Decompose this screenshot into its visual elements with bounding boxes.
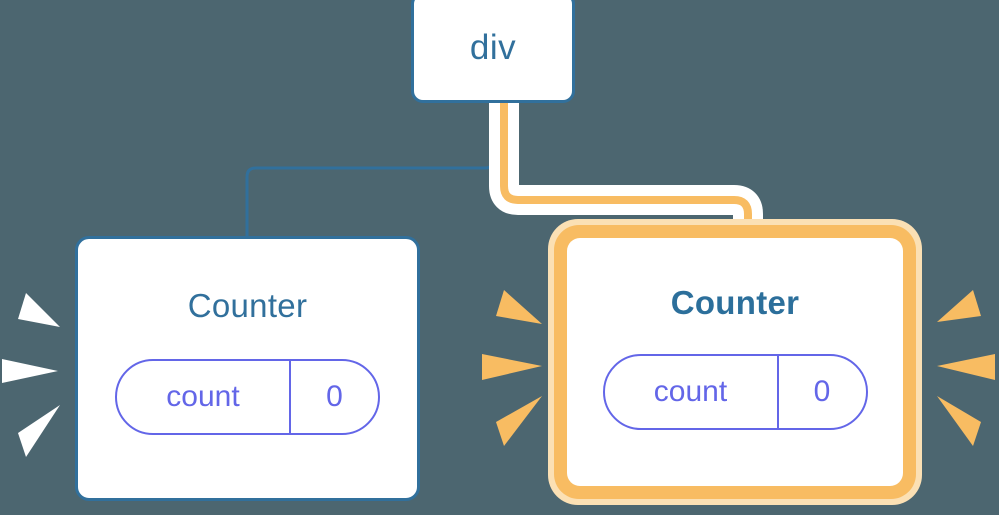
spike-icon [2,359,58,383]
spike-group-left-white [2,293,60,457]
node-counter-right-body: Counter count 0 [567,238,903,486]
spike-icon [937,354,995,380]
spike-icon [937,290,981,322]
spike-icon [496,396,542,446]
spike-group-mid-orange [482,290,542,446]
node-counter-right-label: Counter [670,284,800,321]
node-div-label: div [469,27,517,67]
node-counter-right[interactable]: Counter count 0 [548,219,922,505]
prop-value-label: 0 [776,356,866,428]
spike-icon [18,293,60,327]
edge-div-to-counter-left [245,100,495,238]
spike-icon [496,290,542,324]
node-div[interactable]: div [411,0,575,103]
prop-pill-count-right: count 0 [602,354,868,430]
prop-key-label: count [166,380,240,413]
node-counter-left-label: Counter [187,287,308,324]
spike-icon [18,405,60,457]
prop-value-label: 0 [289,361,378,433]
prop-key-label: count [653,375,728,408]
spike-icon [482,354,542,380]
spike-group-right-orange [937,290,995,446]
node-counter-left[interactable]: Counter count 0 [75,236,420,501]
prop-pill-count-left: count 0 [115,359,380,435]
spike-icon [937,396,981,446]
